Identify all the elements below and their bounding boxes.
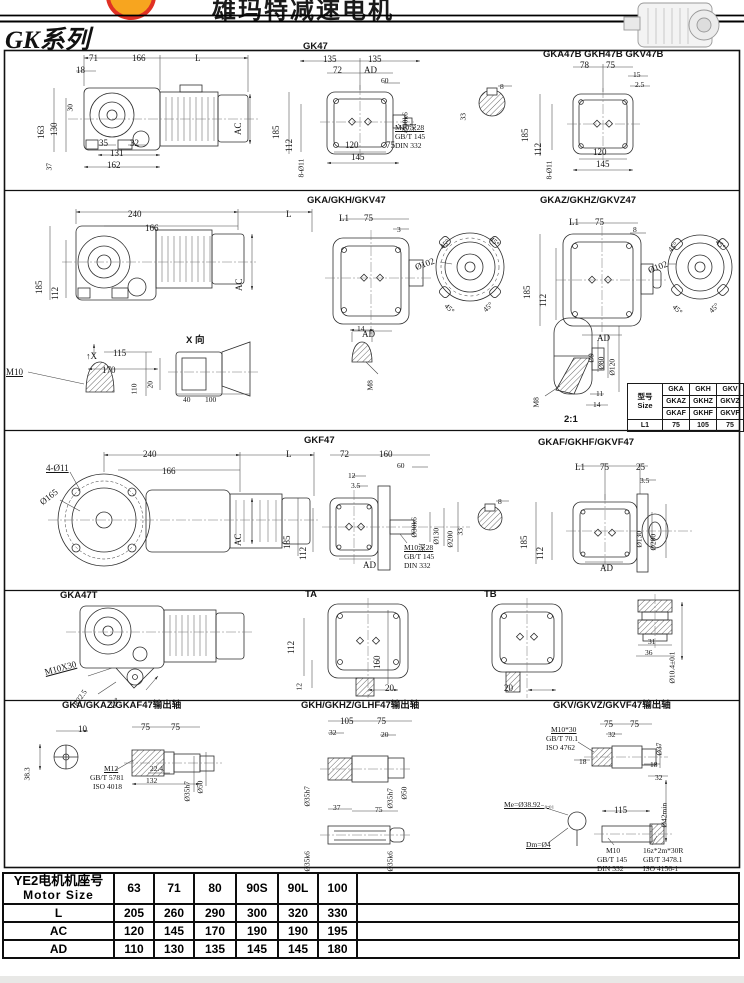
mt-cell: 330 (317, 902, 358, 923)
mt-cell: 145 (277, 938, 319, 959)
mt-cell: 300 (235, 902, 279, 923)
mt-cell: 320 (277, 902, 319, 923)
mt-cell: 120 (113, 920, 155, 941)
tt-cell: GKHF (689, 407, 717, 420)
mt-cell: 190 (235, 920, 279, 941)
tt-cell: GKH (689, 383, 717, 396)
mt-size: 80 (193, 872, 237, 905)
mt-cell: 195 (317, 920, 358, 941)
mt-header: YE2电机机座号 Motor Size (2, 872, 115, 905)
tt-cell: GKHZ (689, 395, 717, 408)
tt-cell: GKVZ (716, 395, 744, 408)
mt-empty (356, 920, 740, 941)
mt-empty (356, 872, 740, 905)
mt-rowlabel: L (2, 902, 115, 923)
mt-cell: 260 (153, 902, 195, 923)
mt-cell: 205 (113, 902, 155, 923)
mt-size: 71 (153, 872, 195, 905)
tt-cell: GKV (716, 383, 744, 396)
mt-rowlabel: AC (2, 920, 115, 941)
mt-cell: 180 (317, 938, 358, 959)
model-size-table: 型号 Size GKA GKH GKV GKAZ GKHZ GKVZ GKAF … (627, 383, 744, 432)
mt-cell: 190 (277, 920, 319, 941)
mt-cell: 130 (153, 938, 195, 959)
tt-cell: GKA (662, 383, 690, 396)
motor-size-table: YE2电机机座号 Motor Size 63 71 80 90S 90L 100… (2, 872, 740, 959)
mt-size: 90L (277, 872, 319, 905)
tt-cell: GKVF (716, 407, 744, 420)
mt-cell: 170 (193, 920, 237, 941)
mt-size: 100 (317, 872, 358, 905)
mt-empty (356, 938, 740, 959)
mt-cell: 145 (235, 938, 279, 959)
mt-cell: 135 (193, 938, 237, 959)
mt-rowlabel: AD (2, 938, 115, 959)
mt-empty (356, 902, 740, 923)
mt-cell: 110 (113, 938, 155, 959)
tt-cell: GKAZ (662, 395, 690, 408)
page-bottom-edge (0, 976, 744, 983)
tt-cell: 75 (662, 419, 690, 432)
tt-cell: GKAF (662, 407, 690, 420)
mt-cell: 145 (153, 920, 195, 941)
mt-size: 63 (113, 872, 155, 905)
gearbox-photo (623, 2, 720, 48)
tt-cell: 105 (689, 419, 717, 432)
tt-header: 型号 Size (627, 383, 663, 420)
mt-cell: 290 (193, 902, 237, 923)
series-title: GK系列 (5, 27, 90, 54)
tt-rowlabel: L1 (627, 419, 663, 432)
brand-text: 雄玛特减速电机 (212, 0, 394, 24)
tt-cell: 75 (716, 419, 744, 432)
mt-size: 90S (235, 872, 279, 905)
